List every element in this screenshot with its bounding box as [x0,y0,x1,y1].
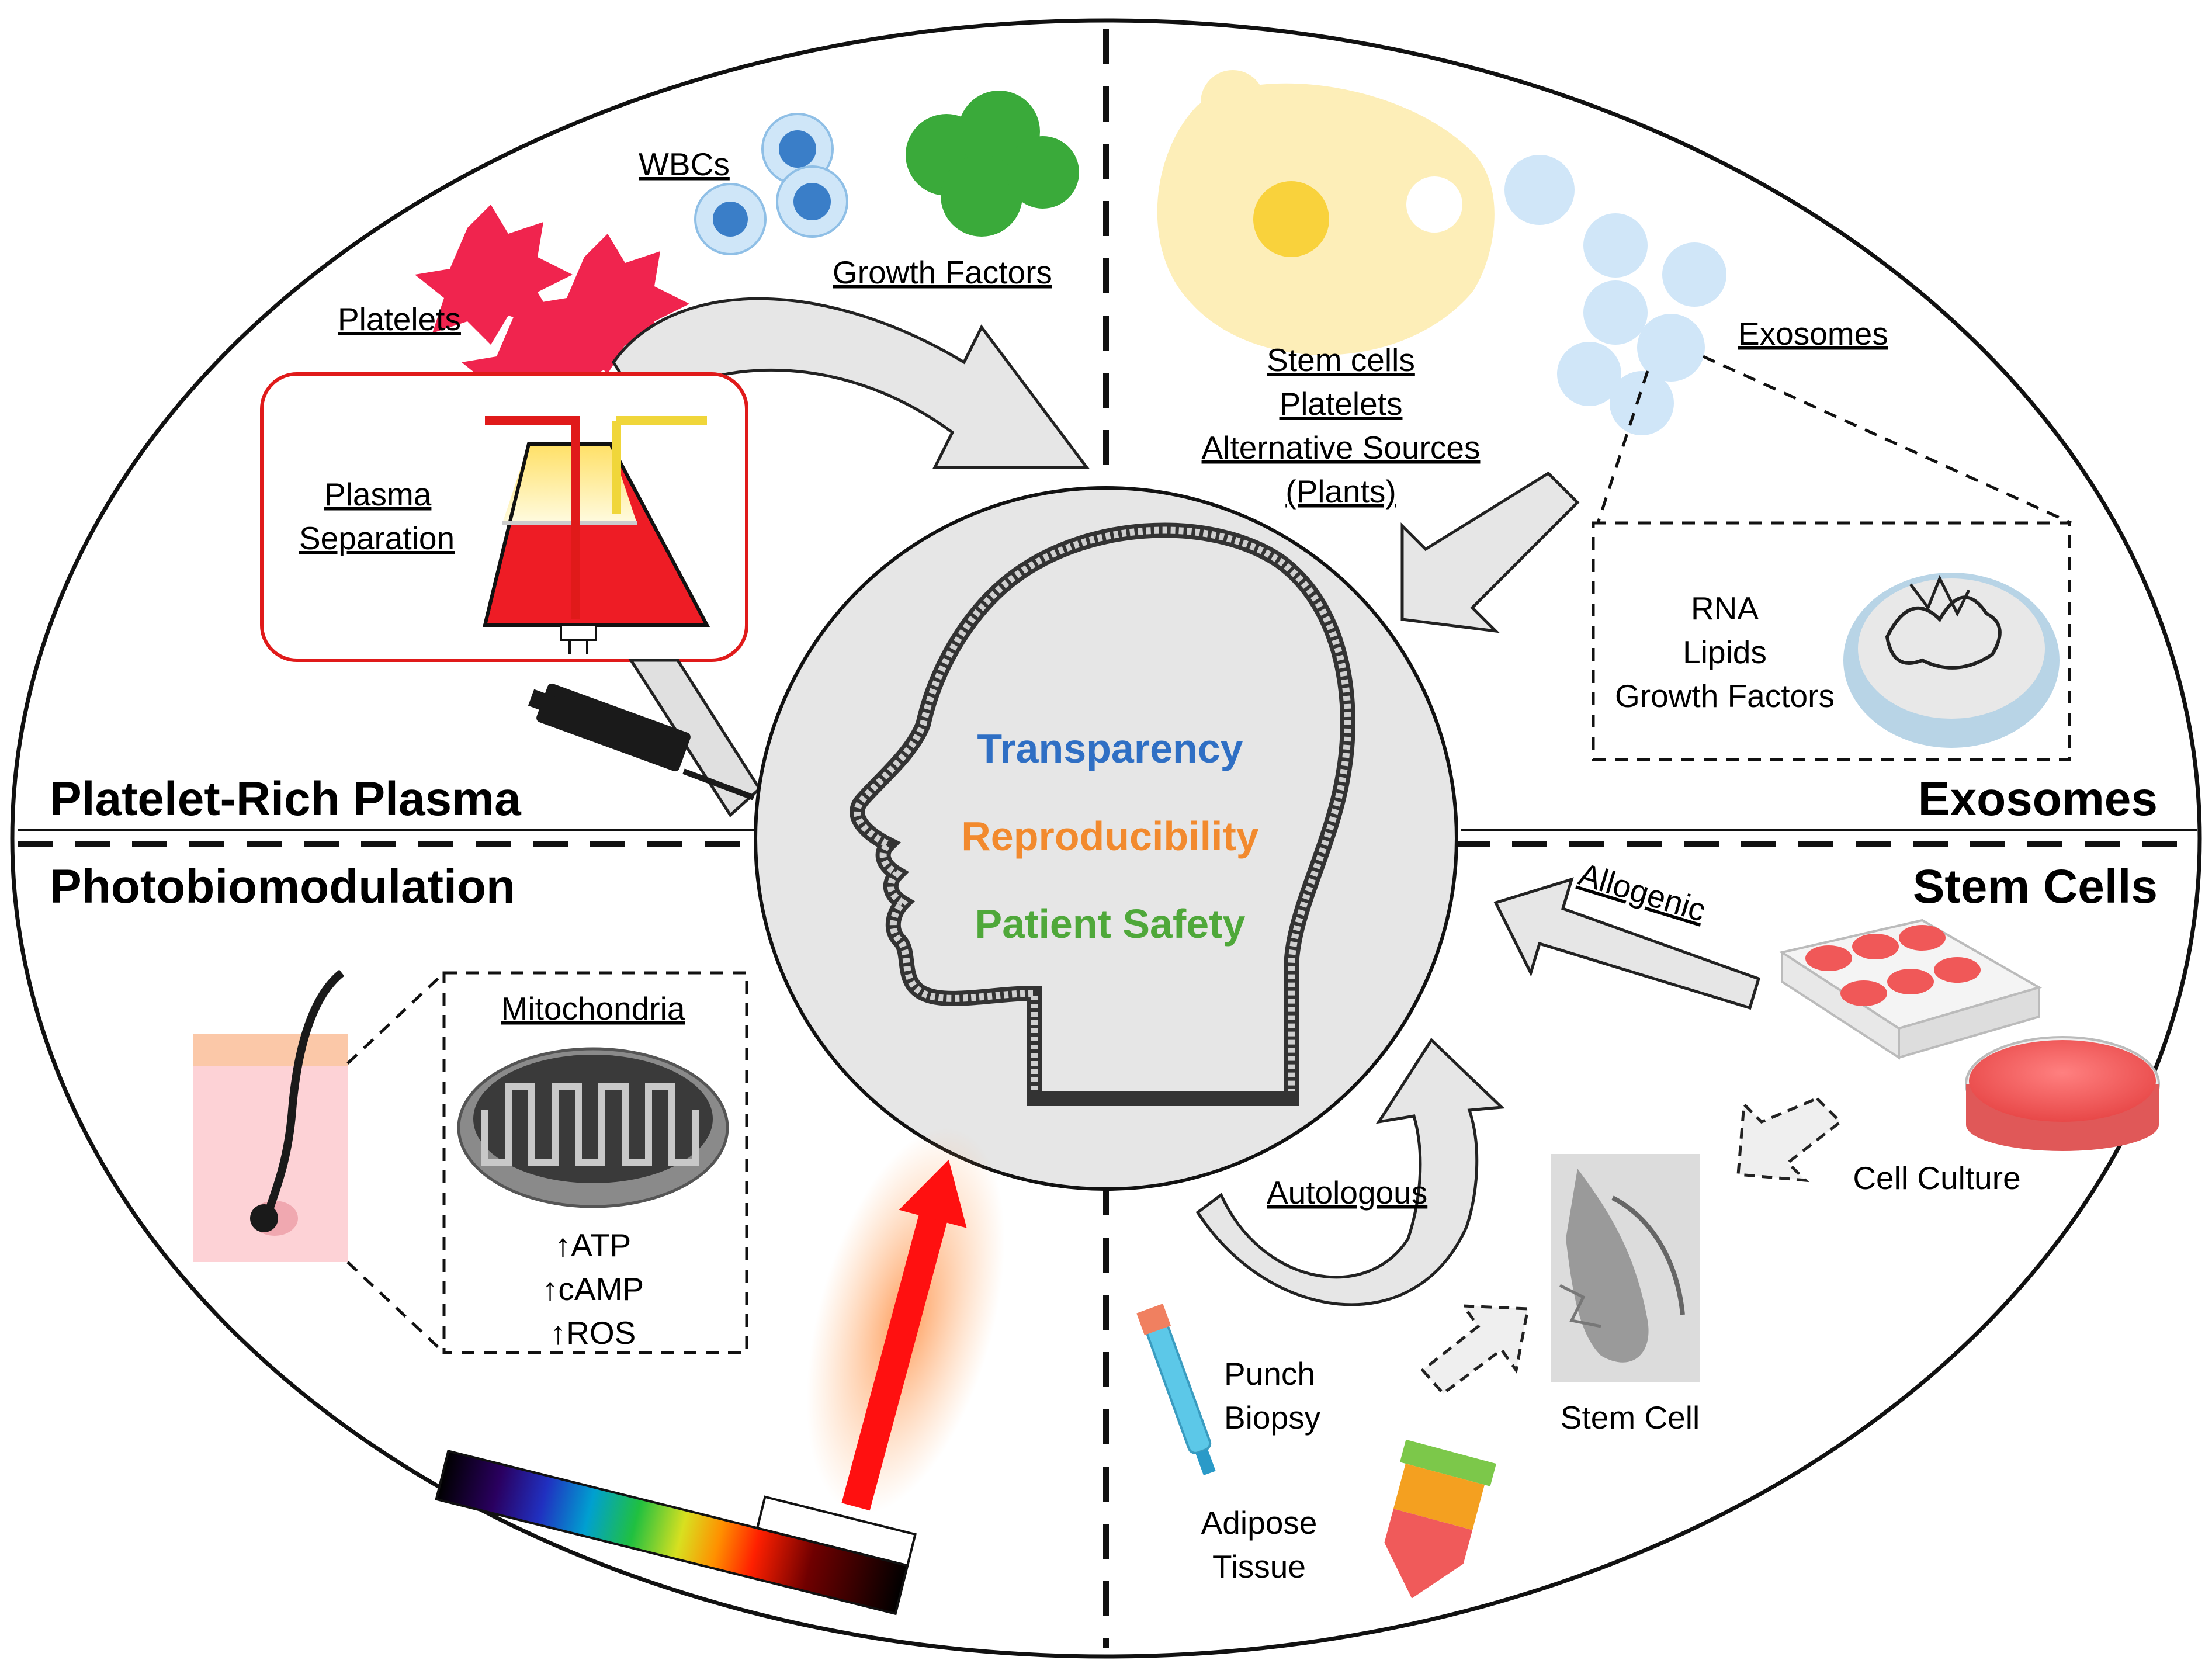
mitochondria-label: Mitochondria [501,990,685,1027]
exosomes-title: Exosomes [1918,772,2158,826]
prp-title: Platelet-Rich Plasma [50,772,522,826]
separation-label: Separation [299,520,455,556]
rna-label: RNA [1691,590,1759,626]
growth-factor-icon [906,91,1079,237]
stem-cell-label: Stem Cell [1561,1399,1700,1436]
adipose-tissue-tube-icon [1384,1439,1496,1599]
source-platelets-label: Platelets [1280,386,1403,422]
transparency-text: Transparency [977,726,1243,771]
head-outline-pattern [854,526,1351,1102]
biopsy-label: Biopsy [1224,1399,1321,1436]
red-light-arrow-icon [841,1159,967,1511]
punch-biopsy-icon [1136,1304,1216,1476]
zoom-line-left [1596,370,1649,524]
wbc-icon [694,113,848,255]
syringe-icon [528,683,755,800]
pbm-title: Photobiomodulation [50,860,515,913]
adipose-label: Adipose [1201,1505,1318,1541]
reproducibility-text: Reproducibility [961,813,1259,859]
well-plate-icon [1778,919,2043,1060]
ros-label: ↑ROS [550,1315,636,1351]
centrifuge-tube-icon [483,416,710,654]
source-stem-cells-label: Stem cells [1267,342,1415,378]
punch-label: Punch [1224,1356,1315,1392]
growth-factors-content-label: Growth Factors [1615,678,1835,714]
exosome-section-icon [1843,573,2060,748]
exosome-arrow-icon [1400,471,1580,633]
plasma-label: Plasma [324,476,432,512]
platelets-label: Platelets [338,301,461,337]
exosomes-label: Exosomes [1738,316,1888,352]
atp-label: ↑ATP [555,1227,631,1263]
autologous-arrow-icon [1195,1038,1505,1306]
petri-dish-icon [1965,1036,2160,1151]
stem-cell-micrograph-icon [1551,1154,1700,1382]
patient-safety-text: Patient Safety [975,901,1246,947]
culture-to-stem-arrow-icon [1736,1097,1843,1183]
stem-cells-title: Stem Cells [1913,860,2158,913]
mitochondria-icon [457,1047,729,1208]
source-plants-label: (Plants) [1285,473,1396,510]
tissue-label: Tissue [1212,1548,1306,1585]
autologous-label: Autologous [1267,1174,1427,1211]
source-alternative-label: Alternative Sources [1202,429,1481,466]
lipids-label: Lipids [1683,634,1767,670]
center-circle [754,486,1458,1191]
mitochondria-box [442,971,748,1354]
allogenic-arrow-icon [1493,877,1761,1010]
prp-arrow-icon [611,297,1090,469]
stem-cell-source-icon [1157,70,1495,355]
skin-hair-follicle-icon [193,969,348,1262]
wbcs-label: WBCs [639,146,730,182]
zoom-line-right [1702,355,2072,525]
biopsy-to-stem-arrow-icon [1420,1304,1530,1396]
exosome-vesicles-icon [1504,155,1726,435]
growth-factors-label: Growth Factors [833,254,1052,290]
cell-culture-label: Cell Culture [1853,1160,2020,1196]
camp-label: ↑cAMP [542,1271,644,1307]
light-spectrum-icon [435,1449,917,1616]
